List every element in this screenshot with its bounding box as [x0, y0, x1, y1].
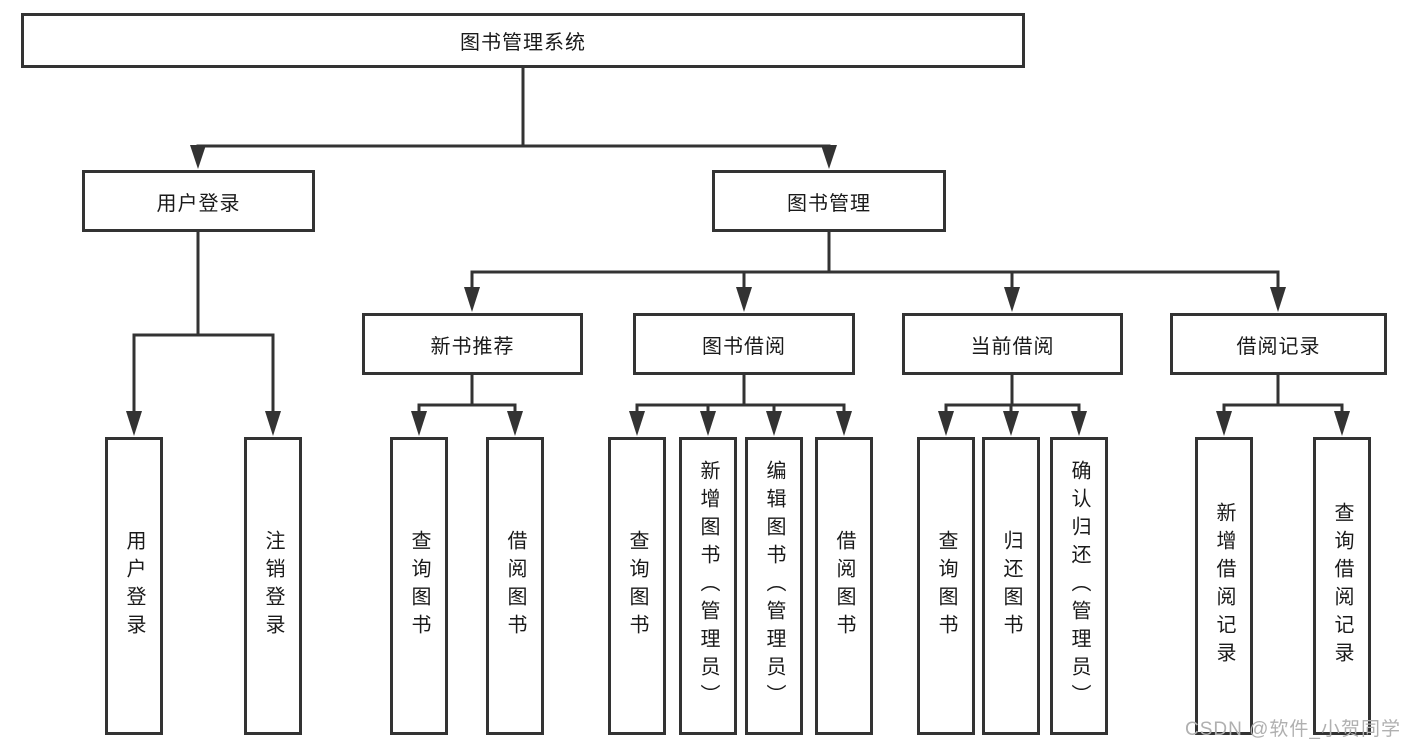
node-book-management: 图书管理: [712, 170, 946, 232]
node-book-borrowing-label: 图书借阅: [702, 335, 786, 358]
node-user-login: 用户登录: [82, 170, 315, 232]
leaf-confirm-return-admin-label: 确认归还（管理员）: [1068, 460, 1090, 712]
leaf-record-query: 查询借阅记录: [1313, 437, 1371, 735]
node-current-borrowing: 当前借阅: [902, 313, 1123, 375]
leaf-current-query-label: 查询图书: [935, 530, 957, 642]
leaf-borrow-book: 借阅图书: [815, 437, 873, 735]
leaf-return-book-label: 归还图书: [1000, 530, 1022, 642]
node-book-borrowing: 图书借阅: [633, 313, 855, 375]
leaf-borrow-edit-admin: 编辑图书（管理员）: [745, 437, 803, 735]
leaf-record-add: 新增借阅记录: [1195, 437, 1253, 735]
arrow-to-book-mgmt: [821, 145, 837, 169]
leaf-record-query-label: 查询借阅记录: [1331, 502, 1353, 670]
leaf-borrow-edit-admin-label: 编辑图书（管理员）: [763, 460, 785, 712]
node-user-login-label: 用户登录: [156, 192, 241, 215]
node-new-book-recommend: 新书推荐: [362, 313, 583, 375]
leaf-newbook-borrow-label: 借阅图书: [504, 530, 526, 642]
node-root-label: 图书管理系统: [460, 32, 586, 54]
node-book-management-label: 图书管理: [787, 192, 871, 215]
leaf-record-add-label: 新增借阅记录: [1213, 502, 1235, 670]
leaf-borrow-add-admin-label: 新增图书（管理员）: [697, 460, 719, 712]
leaf-user-login: 用户登录: [105, 437, 163, 735]
leaf-borrow-query: 查询图书: [608, 437, 666, 735]
csdn-watermark: CSDN @软件_小贺同学: [1185, 719, 1401, 740]
arrowheads: [126, 145, 1350, 436]
leaf-borrow-book-label: 借阅图书: [833, 530, 855, 642]
node-current-borrowing-label: 当前借阅: [970, 335, 1055, 358]
leaf-newbook-query: 查询图书: [390, 437, 448, 735]
node-borrowing-records-label: 借阅记录: [1236, 335, 1321, 358]
leaf-logout: 注销登录: [244, 437, 302, 735]
leaf-borrow-add-admin: 新增图书（管理员）: [679, 437, 737, 735]
leaf-logout-label: 注销登录: [262, 530, 284, 642]
node-borrowing-records: 借阅记录: [1170, 313, 1387, 375]
leaf-borrow-query-label: 查询图书: [626, 530, 648, 642]
arrow-to-user-login: [190, 145, 206, 169]
node-new-book-recommend-label: 新书推荐: [430, 335, 515, 358]
leaf-confirm-return-admin: 确认归还（管理员）: [1050, 437, 1108, 735]
leaf-current-query: 查询图书: [917, 437, 975, 735]
leaf-newbook-borrow: 借阅图书: [486, 437, 544, 735]
leaf-newbook-query-label: 查询图书: [408, 530, 430, 642]
leaf-return-book: 归还图书: [982, 437, 1040, 735]
leaf-user-login-label: 用户登录: [123, 530, 145, 642]
node-root: 图书管理系统: [21, 13, 1025, 68]
